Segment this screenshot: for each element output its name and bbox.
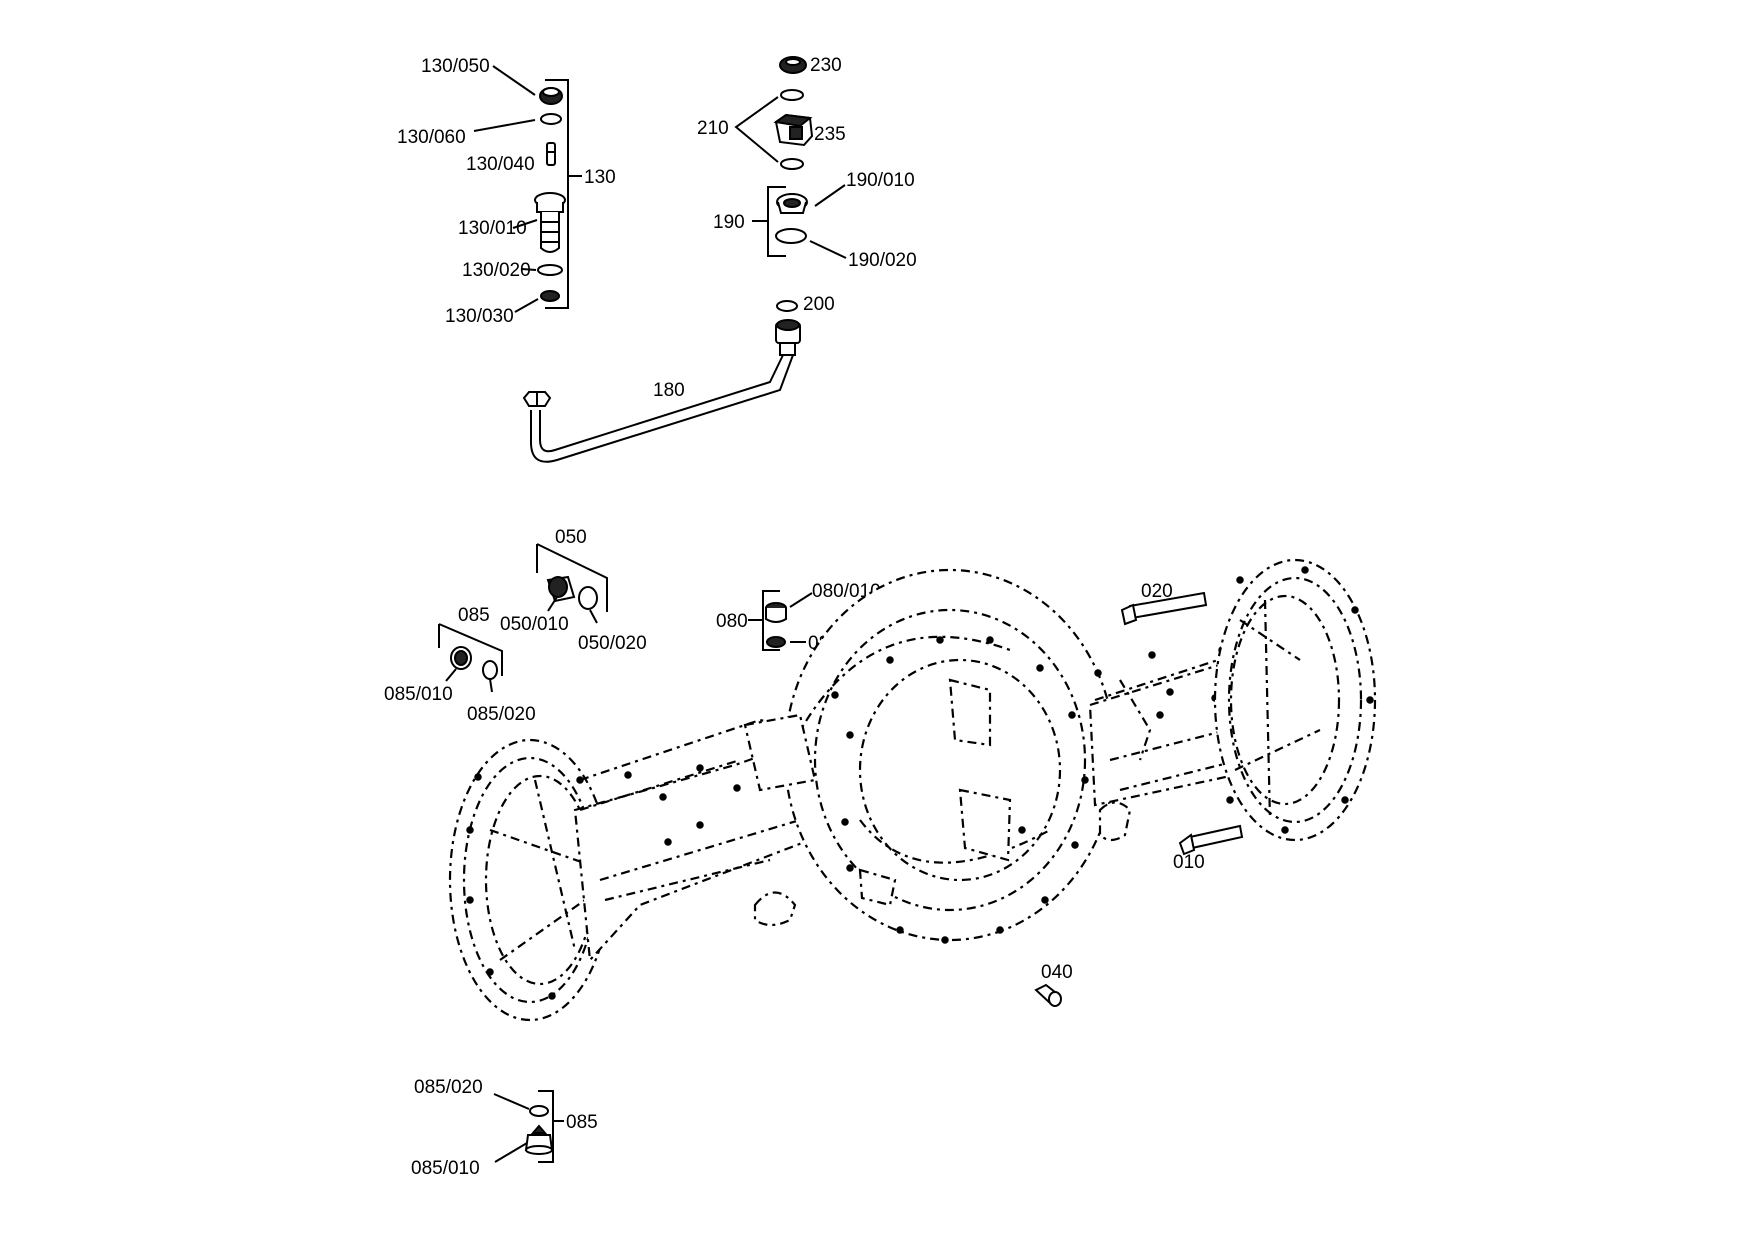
o-ring-130-020 [537, 264, 563, 276]
group-breather: 230 210 235 190 190/010 190/020 200 [697, 55, 917, 315]
label-040: 040 [1041, 962, 1073, 983]
leader-085-020-lower [493, 1093, 530, 1110]
cap-nut-130-050 [539, 87, 563, 105]
label-190-020: 190/020 [848, 250, 917, 271]
leader-085-010-lower [494, 1142, 528, 1163]
leader-190-010 [814, 184, 846, 207]
right-hub-flange [1213, 558, 1377, 842]
label-085-010-upper: 085/010 [384, 684, 453, 705]
valve-body-130-010 [534, 192, 566, 253]
screw-040: 040 [1034, 962, 1073, 1007]
label-010: 010 [1173, 852, 1205, 873]
label-180: 180 [653, 380, 685, 401]
seal-ring-190-020 [775, 228, 807, 244]
group-050: 050 050/010 050/020 [500, 527, 647, 654]
leader-130-010 [512, 219, 538, 229]
bracket-050 [536, 543, 608, 612]
leader-130-020 [521, 268, 537, 271]
leader-130-050 [492, 65, 536, 96]
leader-050-020 [589, 609, 598, 624]
label-210: 210 [697, 118, 729, 139]
bracket-085-lower [538, 1090, 554, 1163]
seal-ring-085-020-lower [529, 1105, 549, 1117]
label-050-020: 050/020 [578, 633, 647, 654]
leader-050-010 [547, 596, 558, 612]
pipe-line-outer [539, 354, 784, 453]
bracket-130 [545, 79, 569, 309]
group-130: 130 130/050 130/060 130/040 130/010 [397, 56, 616, 327]
bolt-020: 020 [1120, 581, 1208, 626]
bushing-085-010-lower [524, 1124, 554, 1155]
label-080: 080 [716, 611, 748, 632]
label-190: 190 [713, 212, 745, 233]
label-230: 230 [810, 55, 842, 76]
label-085-020-lower: 085/020 [414, 1077, 483, 1098]
pipe-fitting-right [775, 319, 801, 356]
label-200: 200 [803, 294, 835, 315]
screw-plug-190-010 [776, 193, 808, 214]
label-130-020: 130/020 [462, 260, 531, 281]
leader-130-060 [473, 119, 536, 132]
washer-200 [776, 300, 798, 312]
banjo-fitting-235 [773, 113, 814, 147]
leader-190-020 [809, 240, 847, 259]
label-130-040: 130/040 [466, 154, 535, 175]
leader-085-010-upper [445, 668, 457, 682]
leader-085-020-upper [489, 678, 493, 693]
seal-ring-130-060 [540, 113, 562, 125]
pipe-180: 180 [522, 319, 801, 463]
leader-080-010 [789, 592, 813, 608]
seal-080-020 [766, 636, 786, 648]
label-130: 130 [584, 167, 616, 188]
seal-ring-050-020 [578, 586, 598, 610]
axle-housing [448, 558, 1377, 1022]
pipe-line-inner [529, 354, 794, 463]
label-085-010-lower: 085/010 [411, 1158, 480, 1179]
plug-130-030 [540, 290, 560, 302]
seal-ring-085-020-upper [482, 660, 498, 680]
pipe-fitting-left [522, 391, 552, 407]
leader-130-030 [514, 298, 539, 313]
bushing-085-010-upper [450, 646, 472, 670]
group-085-upper: 085 085/010 085/020 [384, 605, 536, 725]
label-130-050: 130/050 [421, 56, 490, 77]
label-085-lower: 085 [566, 1112, 598, 1133]
label-235: 235 [814, 124, 846, 145]
leader-210 [734, 96, 779, 163]
bracket-085-upper [438, 623, 503, 676]
washer-210-upper [780, 89, 804, 101]
label-020: 020 [1141, 581, 1173, 602]
label-085-020-upper: 085/020 [467, 704, 536, 725]
bolt-010: 010 [1173, 824, 1244, 873]
label-050-010: 050/010 [500, 614, 569, 635]
label-130-010: 130/010 [458, 218, 527, 239]
center-differential-housing [743, 568, 1117, 944]
label-085-upper: 085 [458, 605, 490, 626]
cap-230 [779, 56, 807, 74]
bushing-050-010 [546, 575, 576, 603]
label-190-010: 190/010 [846, 170, 915, 191]
label-050: 050 [555, 527, 587, 548]
label-130-030: 130/030 [445, 306, 514, 327]
label-130-060: 130/060 [397, 127, 466, 148]
pin-130-040 [546, 142, 556, 166]
washer-210-lower [780, 158, 804, 170]
bushing-080-010 [765, 602, 787, 623]
group-085-lower: 085 085/020 085/010 [411, 1077, 598, 1179]
